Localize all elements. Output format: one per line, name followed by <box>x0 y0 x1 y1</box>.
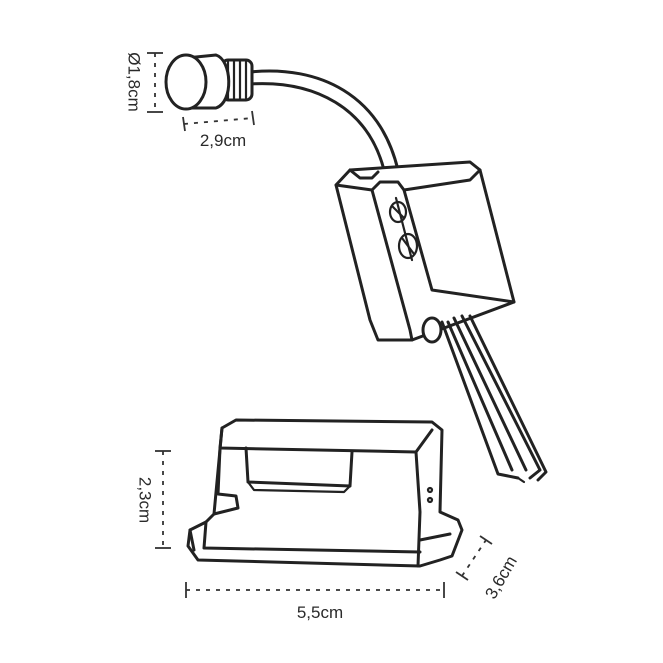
cable-clamp <box>421 316 443 344</box>
dim-box-length: 5,5cm <box>185 582 445 622</box>
sensor-cable <box>248 69 404 187</box>
sensor-lens <box>164 53 231 111</box>
dim-box-depth: 3,6cm <box>455 535 521 603</box>
main-box <box>186 418 464 568</box>
dim-label-box-length: 5,5cm <box>297 603 343 622</box>
terminal-screws <box>388 196 419 262</box>
vent-hole <box>426 486 434 494</box>
dim-sensor-diameter: Ø1,8cm <box>125 52 163 113</box>
dim-label-sensor-diameter: Ø1,8cm <box>125 52 144 112</box>
dim-label-box-depth: 3,6cm <box>481 553 521 603</box>
dim-box-height: 2,3cm <box>136 450 171 549</box>
upper-connector-box <box>334 160 516 344</box>
sensor-assembly <box>164 53 404 187</box>
output-wires <box>440 314 548 484</box>
dim-label-sensor-length: 2,9cm <box>200 131 246 150</box>
dim-label-box-height: 2,3cm <box>136 477 155 523</box>
dim-sensor-length: 2,9cm <box>182 110 255 150</box>
